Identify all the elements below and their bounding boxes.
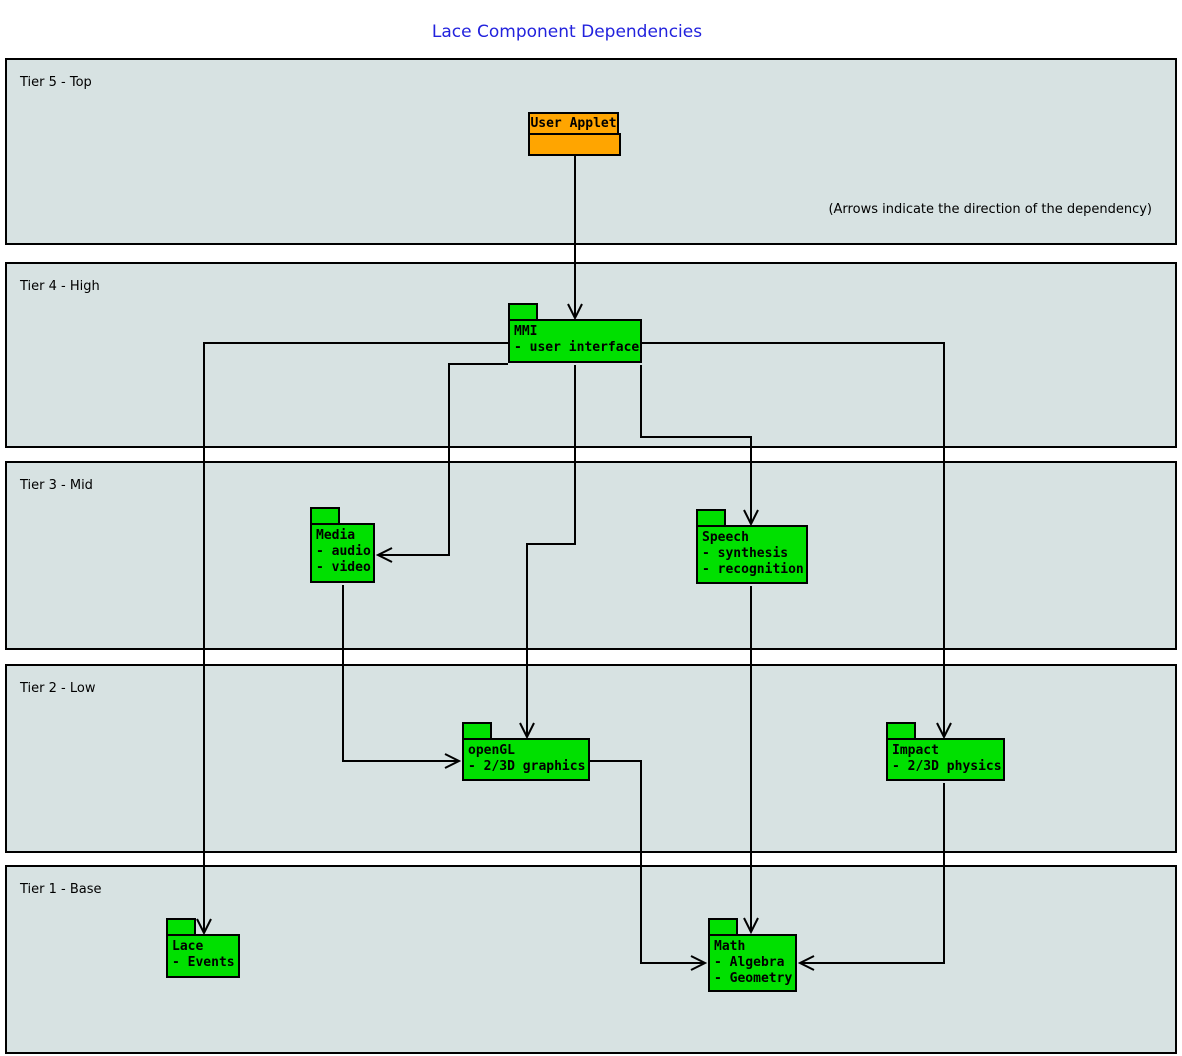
media-detail: - audio [316,544,371,559]
impact-name: Impact [892,743,939,758]
tier-band-3: Tier 3 - Mid [5,461,1177,650]
tier-band-4: Tier 4 - High [5,262,1177,448]
media-detail: - video [316,560,371,575]
speech-name: Speech [702,530,749,545]
user-applet-body [528,133,621,156]
impact-detail: - 2/3D physics [892,759,1002,774]
speech-detail: - synthesis [702,546,789,561]
tier-3-label: Tier 3 - Mid [20,478,93,493]
lace-detail: - Events [172,955,235,970]
math-detail: - Geometry [714,971,793,986]
mmi-name: MMI [514,324,538,339]
media-name: Media [316,528,356,543]
user-applet-name: User Applet [528,112,619,135]
tier-2-label: Tier 2 - Low [20,681,96,696]
opengl-name: openGL [468,743,515,758]
tier-5-label: Tier 5 - Top [20,75,92,90]
tier-1-label: Tier 1 - Base [20,882,102,897]
mmi-detail: - user interface [514,340,640,355]
math-detail: - Algebra [714,955,785,970]
speech-detail: - recognition [702,562,804,577]
lace-name: Lace [172,939,204,954]
diagram-title: Lace Component Dependencies [431,22,703,42]
dependency-direction-note: (Arrows indicate the direction of the de… [828,202,1152,217]
opengl-detail: - 2/3D graphics [468,759,586,774]
math-name: Math [714,939,746,954]
tier-4-label: Tier 4 - High [20,279,100,294]
